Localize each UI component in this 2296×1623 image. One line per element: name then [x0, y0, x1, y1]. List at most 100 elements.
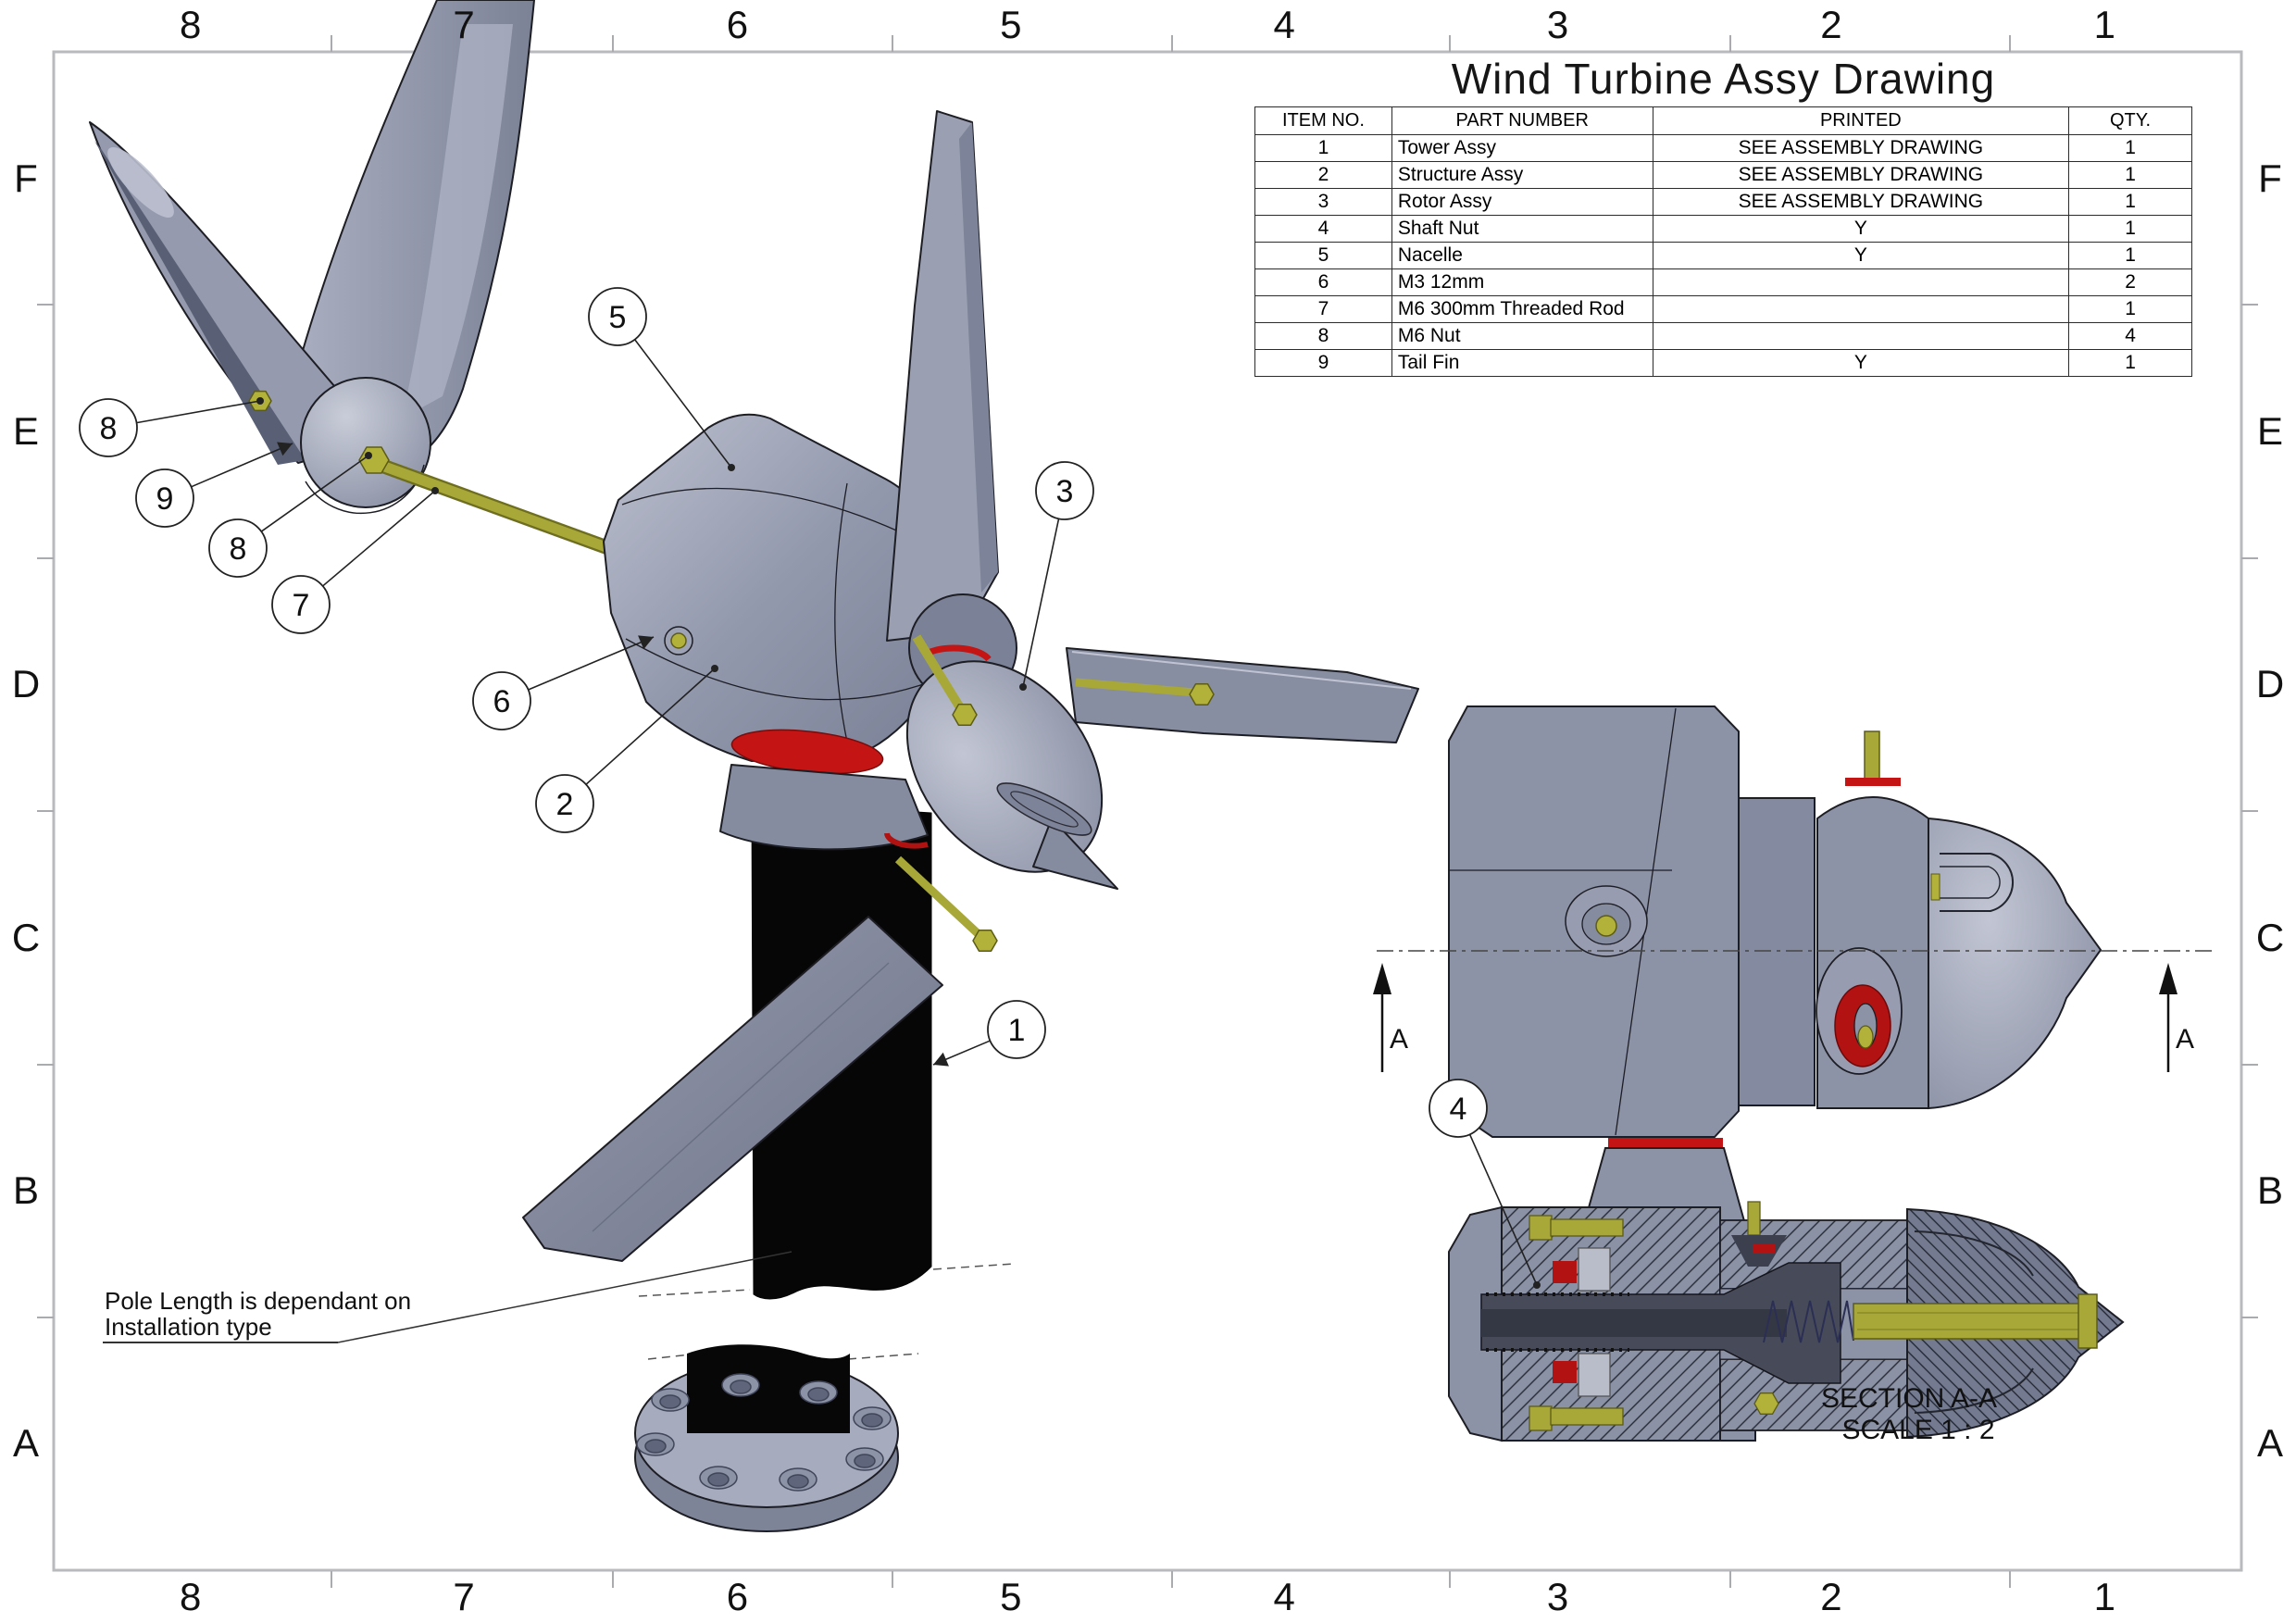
tail-fin-highlight [107, 147, 174, 218]
spinner-nose-tip [1032, 818, 1118, 890]
balloon-number: 8 [100, 411, 118, 446]
bom-cell-item: 9 [1254, 349, 1392, 377]
balloon-5: 5 [588, 287, 735, 471]
leader-line [136, 400, 261, 424]
zone-label-column: 5 [1000, 1575, 1022, 1618]
section-screw-top [1550, 1218, 1624, 1237]
hub-red-ring-bottom [884, 832, 929, 849]
blade-bolt-bottom [894, 855, 983, 939]
tail-fin-underside [94, 141, 306, 465]
balloon-circle [1429, 1079, 1488, 1138]
bom-row: 8 M6 Nut 4 [1254, 322, 2192, 350]
balloon-number: 2 [556, 787, 574, 822]
bom-cell-printed: SEE ASSEMBLY DRAWING [1652, 134, 2070, 162]
zone-label-row: E [12, 408, 39, 453]
bom-cell-qty: 2 [2068, 268, 2192, 296]
balloon-circle [79, 398, 138, 457]
zone-label-column: 6 [726, 3, 749, 46]
bom-cell-item: 3 [1254, 188, 1392, 216]
balloon-9: 9 [135, 442, 293, 528]
bom-table: ITEM NO. PART NUMBER PRINTED QTY. 1 Towe… [1254, 106, 2192, 377]
border-ticks [37, 35, 2258, 1588]
bom-cell-printed [1652, 268, 2070, 296]
note-leader-line [337, 1251, 792, 1343]
zone-label-column: 7 [453, 1575, 475, 1618]
zone-label-column: 4 [1273, 3, 1295, 46]
bom-row: 6 M3 12mm 2 [1254, 268, 2192, 296]
bom-cell-printed [1652, 295, 2070, 323]
balloon-3: 3 [1019, 461, 1094, 691]
rotor-blades [522, 110, 1419, 1262]
balloon-circle [271, 575, 331, 634]
pole-break-lines [638, 1263, 1015, 1360]
bom-header-part: PART NUMBER [1391, 106, 1653, 135]
bom-cell-printed: SEE ASSEMBLY DRAWING [1652, 161, 2070, 189]
section-view-label: SECTION A-A [1821, 1383, 1997, 1414]
zone-label-column: 2 [1820, 1575, 1842, 1618]
bom-cell-part: Shaft Nut [1391, 215, 1653, 243]
bom-cell-part: Nacelle [1391, 242, 1653, 269]
zone-label-column: 8 [180, 1575, 202, 1618]
tail-dome [300, 377, 431, 508]
bom-cell-part: Structure Assy [1391, 161, 1653, 189]
pole-stub [687, 1344, 850, 1433]
flange-bolt-holes [636, 1373, 892, 1492]
zone-label-row: B [12, 1167, 39, 1212]
leader-dot [728, 464, 735, 471]
balloon-number: 4 [1450, 1092, 1467, 1127]
bom-cell-part: M3 12mm [1391, 268, 1653, 296]
leader-line [191, 443, 293, 488]
leader-line [528, 636, 655, 691]
section-spring [1763, 1300, 1854, 1343]
bom-cell-printed: Y [1652, 349, 2070, 377]
tail-fin-group [89, 0, 749, 606]
bom-cell-item: 7 [1254, 295, 1392, 323]
bom-cell-qty: 1 [2068, 215, 2192, 243]
bom-row: 1 Tower Assy SEE ASSEMBLY DRAWING 1 [1254, 134, 2192, 162]
leader-arrowhead [277, 442, 293, 456]
balloon-circle [135, 468, 194, 528]
balloon-circle [535, 774, 594, 833]
side-screw-detail [1595, 915, 1617, 937]
balloon-number: 1 [1008, 1013, 1026, 1048]
balloon-number: 9 [156, 481, 174, 517]
bom-row: 7 M6 300mm Threaded Rod 1 [1254, 295, 2192, 323]
bom-cell-item: 2 [1254, 161, 1392, 189]
section-scale-label: SCALE 1 : 2 [1841, 1415, 1994, 1445]
bom-cell-qty: 1 [2068, 188, 2192, 216]
bom-cell-printed: Y [1652, 215, 2070, 243]
bom-header-printed: PRINTED [1652, 106, 2070, 135]
bom-cell-part: M6 Nut [1391, 322, 1653, 350]
hub-red-ring-top [929, 644, 992, 662]
balloon-number: 5 [609, 300, 627, 335]
zone-label-row: F [2258, 156, 2282, 200]
bom-cell-item: 1 [1254, 134, 1392, 162]
isometric-view [89, 0, 1419, 1532]
balloon-number: 3 [1056, 474, 1074, 509]
note-line-1: Pole Length is dependant on [105, 1287, 411, 1315]
leader-arrowhead [638, 635, 654, 650]
section-view: SECTION A-A SCALE 1 : 2 [1448, 1201, 2125, 1445]
side-view: A A [1373, 705, 2215, 1442]
balloon-7: 7 [271, 487, 439, 634]
section-shaft-bolt [1853, 1303, 2084, 1340]
side-top-rod [1864, 730, 1880, 780]
bom-cell-qty: 4 [2068, 322, 2192, 350]
leader-dot [256, 397, 264, 405]
zone-label-column: 8 [180, 3, 202, 46]
zone-label-row: E [2256, 408, 2283, 453]
leader-dot [1019, 683, 1027, 691]
balloon-1: 1 [932, 1000, 1046, 1067]
side-nose [1928, 817, 2103, 1110]
balloon-8: 8 [79, 397, 264, 457]
nacelle-body [603, 413, 942, 762]
balloon-circle [208, 518, 268, 578]
leader-dot [711, 665, 718, 672]
m3-screw [670, 632, 687, 649]
section-arrow-label: A [2176, 1024, 2194, 1055]
leader-line [1468, 1133, 1538, 1286]
leader-line [1022, 518, 1060, 688]
